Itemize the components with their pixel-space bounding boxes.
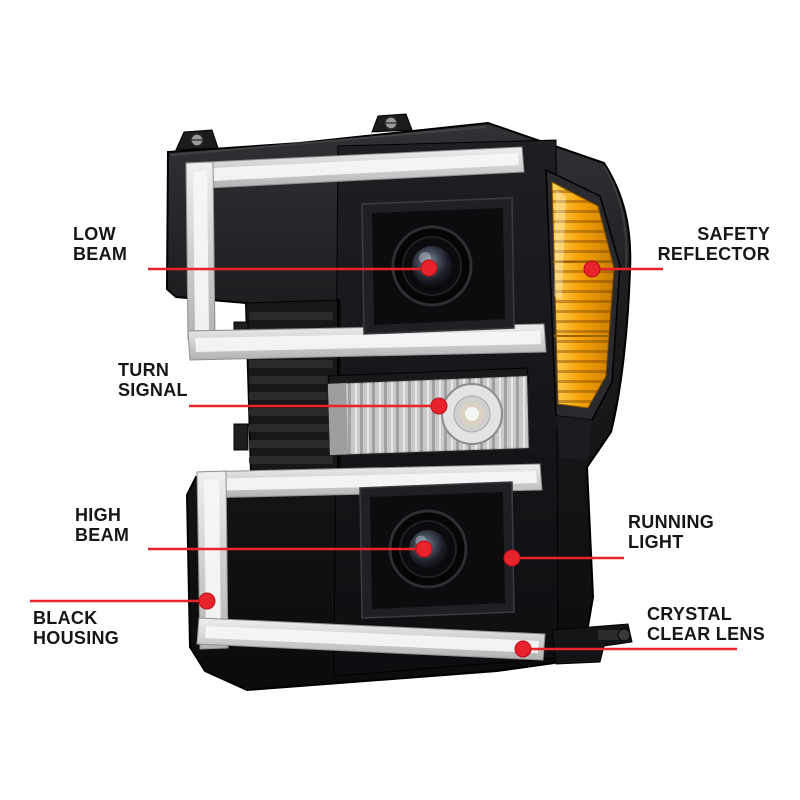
- callout-dot-low-beam: [420, 259, 438, 277]
- callout-label-turn-signal: TURN SIGNAL: [118, 360, 188, 401]
- callout-label-crystal-clear-lens: CRYSTAL CLEAR LENS: [647, 604, 766, 645]
- callout-dot-running-light: [503, 549, 521, 567]
- adjuster-bracket: [551, 623, 633, 665]
- housing-right-sheen: [603, 165, 628, 269]
- callout-label-safety-reflector: SAFETY REFLECTOR: [657, 224, 770, 265]
- callout-label-running-light: RUNNING LIGHT: [628, 512, 715, 553]
- drl-light-bar-upper: [185, 146, 547, 361]
- low-beam-projector: [361, 197, 515, 335]
- callout-dot-turn-signal: [430, 397, 448, 415]
- mounting-tab: [175, 129, 219, 151]
- adjuster-bolt-icon: [617, 628, 631, 642]
- callout-label-high-beam: HIGH BEAM: [75, 505, 130, 546]
- turn-signal-assembly: [326, 367, 531, 457]
- callout-dot-crystal-clear-lens: [514, 640, 532, 658]
- callout-dot-black-housing: [198, 592, 216, 610]
- callout-label-low-beam: LOW BEAM: [73, 224, 128, 265]
- callout-dot-safety-reflector: [583, 260, 601, 278]
- reflector-lower-clear: [556, 416, 592, 460]
- mounting-tab: [371, 113, 413, 133]
- housing-top-highlight: [170, 126, 487, 156]
- callout-label-black-housing: BLACK HOUSING: [33, 608, 120, 649]
- amber-side-reflector: [545, 168, 621, 460]
- callout-dot-high-beam: [415, 540, 433, 558]
